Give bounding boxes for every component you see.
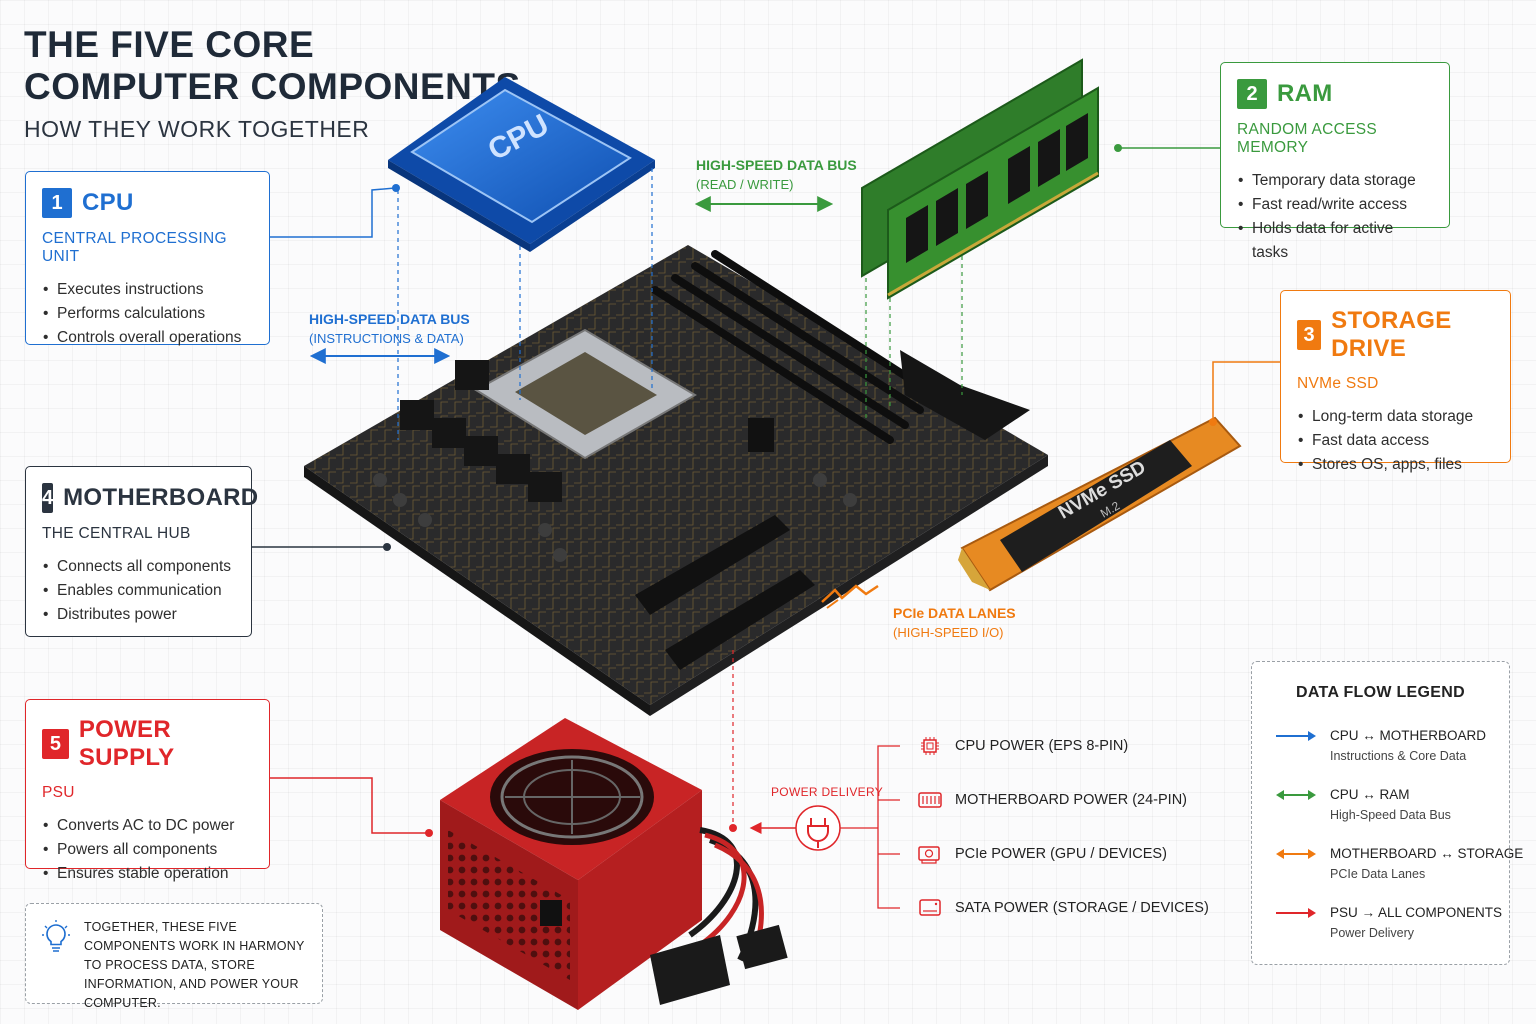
bus-label-cpu-ram: HIGH-SPEED DATA BUS (READ / WRITE) <box>696 156 857 194</box>
card-ram: 2 RAM RANDOM ACCESS MEMORY Temporary dat… <box>1220 62 1450 261</box>
list-item: Holds data for active tasks <box>1237 217 1433 265</box>
list-item: Controls overall operations <box>42 326 253 350</box>
list-item: Enables communication <box>42 579 235 603</box>
bus-title: HIGH-SPEED DATA BUS <box>696 157 857 173</box>
card-cpu: 1 CPU CENTRAL PROCESSING UNIT Executes i… <box>25 171 270 350</box>
list-item: Executes instructions <box>42 278 253 302</box>
power-item-label: MOTHERBOARD POWER (24-PIN) <box>955 792 1188 808</box>
power-item-label: PCIe POWER (GPU / DEVICES) <box>955 846 1167 862</box>
page-subtitle: HOW THEY WORK TOGETHER <box>24 116 370 142</box>
card-storage: 3 STORAGE DRIVE NVMe SSD Long-term data … <box>1280 290 1511 477</box>
card-title: CPU <box>82 189 134 216</box>
list-item: Powers all components <box>42 838 253 862</box>
card-title: POWER SUPPLY <box>78 716 175 771</box>
card-subtitle: PSU <box>42 784 75 801</box>
list-item: Fast data access <box>1297 429 1494 453</box>
bus-subtitle: (INSTRUCTIONS & DATA) <box>309 331 464 346</box>
power-item-pcie: PCIe POWER (GPU / DEVICES) <box>917 843 1167 865</box>
legend-label: MOTHERBOARD ↔ STORAGE <box>1330 846 1524 861</box>
card-bullets: Converts AC to DC power Powers all compo… <box>42 814 253 886</box>
legend-label: PSU → ALL COMPONENTS <box>1330 905 1503 920</box>
power-delivery-label: POWER DELIVERY <box>771 785 884 799</box>
red-arrow-icon <box>1276 908 1316 918</box>
summary-text: TOGETHER, THESE FIVE COMPONENTS WORK IN … <box>84 920 305 1010</box>
bus-title: HIGH-SPEED DATA BUS <box>309 311 470 327</box>
page-title: THE FIVE CORE COMPUTER COMPONENTS <box>24 24 521 108</box>
power-item-motherboard: MOTHERBOARD POWER (24-PIN) <box>917 789 1187 811</box>
card-bullets: Executes instructions Performs calculati… <box>42 278 253 350</box>
orange-double-arrow-icon <box>1276 849 1316 859</box>
card-number: 2 <box>1237 79 1267 109</box>
cpu-chip-icon <box>921 737 939 755</box>
card-title: RAM <box>1277 80 1333 107</box>
green-double-arrow-icon <box>1276 790 1316 800</box>
card-number: 4 <box>42 483 54 513</box>
connector-24pin-icon <box>918 792 942 808</box>
gpu-card-icon <box>918 846 940 864</box>
blue-arrow-icon <box>1276 731 1316 741</box>
card-subtitle: THE CENTRAL HUB <box>42 525 191 542</box>
card-title: MOTHERBOARD <box>63 484 259 511</box>
legend-title: DATA FLOW LEGEND <box>1296 684 1465 701</box>
ram-sticks-illustration <box>861 58 1099 300</box>
card-subtitle: CENTRAL PROCESSING UNIT <box>42 230 227 265</box>
card-number: 1 <box>42 188 72 218</box>
list-item: Connects all components <box>42 555 235 579</box>
psu-illustration <box>440 718 788 1010</box>
legend-description: High-Speed Data Bus <box>1330 808 1451 822</box>
bus-label-cpu-motherboard: HIGH-SPEED DATA BUS (INSTRUCTIONS & DATA… <box>309 310 470 348</box>
power-item-label: SATA POWER (STORAGE / DEVICES) <box>955 900 1209 916</box>
list-item: Fast read/write access <box>1237 193 1433 217</box>
legend-label: CPU ↔ RAM <box>1330 787 1410 802</box>
card-subtitle: RANDOM ACCESS MEMORY <box>1237 121 1377 156</box>
card-number: 5 <box>42 729 69 759</box>
bus-subtitle: (HIGH-SPEED I/O) <box>893 625 1004 640</box>
legend-description: Power Delivery <box>1330 926 1415 940</box>
list-item: Performs calculations <box>42 302 253 326</box>
bus-label-pcie: PCIe DATA LANES (HIGH-SPEED I/O) <box>893 604 1016 642</box>
list-item: Ensures stable operation <box>42 862 253 886</box>
list-item: Temporary data storage <box>1237 169 1433 193</box>
power-item-sata: SATA POWER (STORAGE / DEVICES) <box>917 897 1209 919</box>
card-bullets: Long-term data storage Fast data access … <box>1297 405 1494 477</box>
card-motherboard: 4 MOTHERBOARD THE CENTRAL HUB Connects a… <box>25 466 258 637</box>
drive-icon <box>919 899 941 916</box>
list-item: Converts AC to DC power <box>42 814 253 838</box>
cpu-chip-illustration: CPU <box>388 77 655 252</box>
card-number: 3 <box>1297 320 1322 350</box>
card-bullets: Connects all components Enables communic… <box>42 555 235 627</box>
lightbulb-icon <box>42 920 70 952</box>
nvme-ssd-illustration: NVMe SSD M.2 <box>958 416 1242 592</box>
title-line-1: THE FIVE CORE <box>24 24 315 65</box>
title-line-2: COMPUTER COMPONENTS <box>24 66 521 107</box>
legend-description: Instructions & Core Data <box>1330 749 1467 763</box>
legend-description: PCIe Data Lanes <box>1330 867 1426 881</box>
bus-title: PCIe DATA LANES <box>893 605 1016 621</box>
card-psu: 5 POWER SUPPLY PSU Converts AC to DC pow… <box>25 699 270 886</box>
motherboard-illustration <box>304 245 1048 716</box>
list-item: Distributes power <box>42 603 235 627</box>
card-title: STORAGE DRIVE <box>1331 307 1452 362</box>
power-item-cpu: CPU POWER (EPS 8-PIN) <box>917 735 1128 757</box>
card-bullets: Temporary data storage Fast read/write a… <box>1237 169 1433 265</box>
list-item: Stores OS, apps, files <box>1297 453 1494 477</box>
list-item: Long-term data storage <box>1297 405 1494 429</box>
bus-subtitle: (READ / WRITE) <box>696 177 794 192</box>
legend-label: CPU ↔ MOTHERBOARD <box>1330 728 1487 743</box>
data-flow-legend: DATA FLOW LEGEND CPU ↔ MOTHERBOARD Instr… <box>1251 661 1523 965</box>
summary-note: TOGETHER, THESE FIVE COMPONENTS WORK IN … <box>25 903 323 1010</box>
power-item-label: CPU POWER (EPS 8-PIN) <box>955 738 1129 754</box>
card-subtitle: NVMe SSD <box>1297 375 1379 392</box>
